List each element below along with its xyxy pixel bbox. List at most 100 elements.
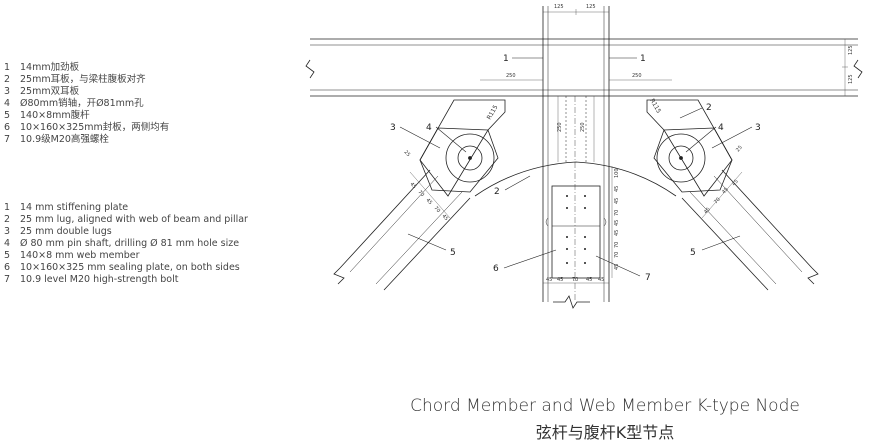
dim-bottom: 70 xyxy=(572,277,578,283)
bolt xyxy=(566,207,568,209)
leader-line xyxy=(711,126,753,149)
break-line xyxy=(305,59,315,79)
right-web-inner xyxy=(689,191,777,285)
leader-line xyxy=(503,249,557,269)
dim-bottom: 45 xyxy=(586,277,592,283)
left-web-inner xyxy=(375,191,463,285)
right-double-lug xyxy=(653,127,733,193)
lug-plate-curve xyxy=(474,161,677,197)
dim-lug-left: 25 xyxy=(403,149,412,158)
dim-vert-b: 250 xyxy=(580,122,586,132)
dim-radius-left: R115 xyxy=(486,104,500,121)
dim-plate-v: 45 xyxy=(614,220,620,226)
leader-line xyxy=(435,126,467,153)
dim-top-right: 125 xyxy=(586,4,596,10)
callout-1-right: 1 xyxy=(640,54,646,64)
callout-4-right: 4 xyxy=(718,123,724,133)
dimension-line xyxy=(701,171,743,219)
dim-lug-right: 70 xyxy=(713,197,722,206)
callout-5-right: 5 xyxy=(690,248,696,258)
dim-bottom: 45 xyxy=(598,277,604,283)
dim-lug-left: 45 xyxy=(409,181,418,190)
left-web-edge xyxy=(339,169,431,269)
bolt xyxy=(584,248,586,250)
dim-lug-left: 70 xyxy=(417,189,426,198)
dim-plate-v: 70 xyxy=(614,242,620,248)
dim-lug-left: 45 xyxy=(441,213,450,222)
leader-line xyxy=(504,175,531,191)
left-pin-center xyxy=(468,156,472,160)
dim-top-left: 125 xyxy=(554,4,564,10)
bolt xyxy=(584,262,586,264)
break-line xyxy=(807,267,819,285)
break-line xyxy=(553,295,590,309)
caption-chinese: 弦杆与腹杆K型节点 xyxy=(535,423,675,442)
dim-lug-right: 45 xyxy=(703,207,712,216)
leader-line xyxy=(399,126,441,149)
callout-1-left: 1 xyxy=(503,54,509,64)
dim-lug-left: 45 xyxy=(425,197,434,206)
leader-line xyxy=(679,107,703,119)
right-web-edge xyxy=(721,169,813,269)
dim-plate-v: 70 xyxy=(614,252,620,258)
callout-5-left: 5 xyxy=(450,248,456,258)
bolt xyxy=(584,195,586,197)
leader-line xyxy=(595,255,641,277)
break-line xyxy=(853,59,863,79)
dim-plate-v: 45 xyxy=(614,230,620,236)
bolt-group xyxy=(566,195,586,264)
bolt xyxy=(566,262,568,264)
callout-3-right: 3 xyxy=(755,123,761,133)
dim-bottom: 45 xyxy=(546,277,552,283)
dim-right-a: 125 xyxy=(848,45,854,55)
dim-lug-right: 45 xyxy=(721,187,730,196)
splice-break xyxy=(545,217,607,227)
callout-3-left: 3 xyxy=(390,123,396,133)
dim-lug-right: 45 xyxy=(731,179,740,188)
right-pin-shaft xyxy=(668,145,694,171)
caption-english: Chord Member and Web Member K-type Node xyxy=(410,396,800,416)
dim-lug-left: 70 xyxy=(433,205,442,214)
leader-line xyxy=(685,126,717,153)
dim-plate-v: 70 xyxy=(614,210,620,216)
dimension-line xyxy=(409,171,451,219)
callout-2-right: 2 xyxy=(706,103,712,113)
right-web-inner xyxy=(713,175,803,273)
leader-line xyxy=(407,233,447,251)
dim-plate-v: 45 xyxy=(614,198,620,204)
bolt xyxy=(566,236,568,238)
callout-7: 7 xyxy=(645,273,651,283)
left-pin-shaft xyxy=(457,145,483,171)
bolt xyxy=(566,248,568,250)
bolt xyxy=(566,195,568,197)
bolt xyxy=(584,236,586,238)
left-web-edge xyxy=(383,197,471,291)
right-pin-center xyxy=(679,156,683,160)
dim-bottom: 45 xyxy=(557,277,563,283)
leader-line xyxy=(701,235,741,251)
dim-lug-right: 250 xyxy=(632,73,642,79)
dim-lug-left: 250 xyxy=(506,73,516,79)
dim-right-b: 125 xyxy=(848,74,854,84)
callout-4-left: 4 xyxy=(426,123,432,133)
dim-lug-right: 25 xyxy=(735,145,744,154)
right-pin-outer xyxy=(656,133,706,183)
sealing-plate xyxy=(551,185,601,279)
bolt xyxy=(584,207,586,209)
dim-plate-top: 100 xyxy=(614,168,620,178)
